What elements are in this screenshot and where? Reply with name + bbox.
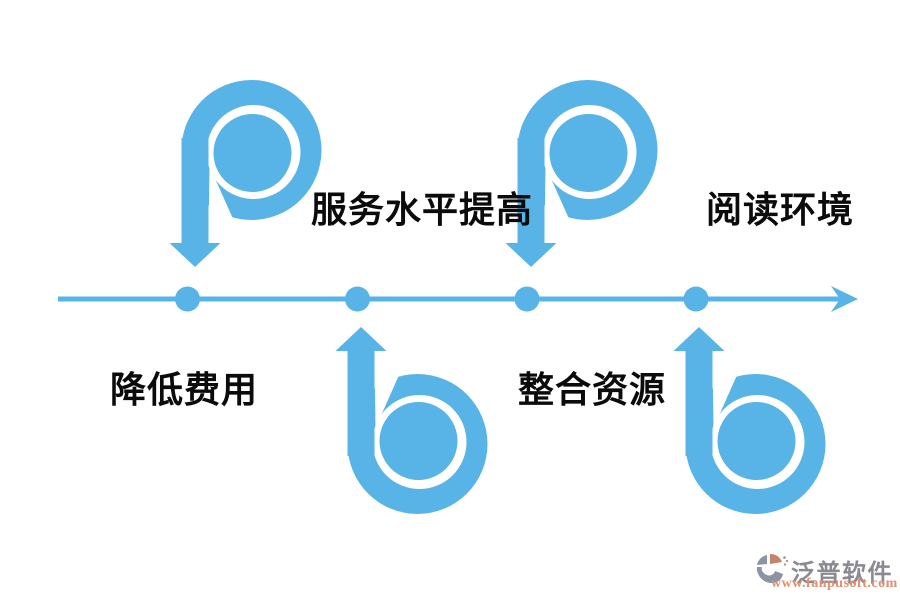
p-loop-arrow-icon: [505, 80, 658, 267]
fanpu-logo-icon: [756, 554, 788, 583]
timeline-node-4: [683, 286, 709, 312]
milestone-label-4: 整合资源: [518, 369, 667, 410]
b-loop-arrow-icon: [673, 327, 826, 514]
milestone-label-1: 服务水平提高: [311, 189, 534, 230]
milestone-label-3: 阅读环境: [706, 189, 855, 230]
b-loop-arrow-icon: [335, 327, 488, 514]
timeline-node-3: [514, 286, 540, 312]
p-loop-arrow-icon: [169, 80, 322, 267]
watermark-website-text: www.fanpusoft.com: [771, 576, 898, 591]
timeline-node-1: [175, 286, 200, 312]
timeline-arrowhead-icon: [831, 286, 858, 312]
watermark-brand-text: 泛普软件: [791, 560, 893, 587]
watermark: 泛普软件 www.fanpusoft.com: [754, 551, 900, 593]
timeline-node-2: [345, 286, 370, 312]
milestone-label-2: 降低费用: [110, 369, 259, 410]
